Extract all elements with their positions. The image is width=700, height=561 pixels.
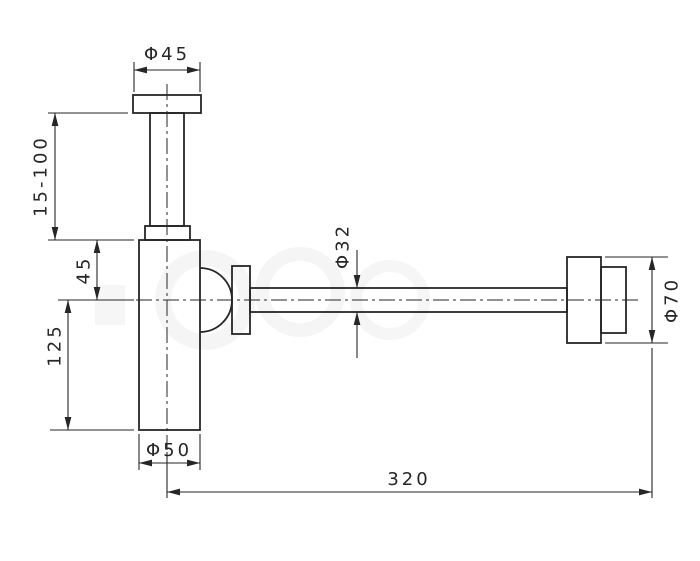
label-horizontal-length: 320: [387, 469, 430, 490]
label-body-diameter: Φ50: [146, 440, 192, 461]
trap-body: [138, 239, 201, 431]
label-top-flange-diameter: Φ45: [144, 44, 190, 65]
label-pipe-diameter: Φ32: [333, 223, 354, 269]
dim-horizontal-length: 320: [166, 348, 653, 498]
dim-inlet-height-range: 15-100: [31, 112, 134, 241]
dim-top-flange-diameter: Φ45: [133, 44, 201, 92]
dim-body-height: 125: [45, 300, 134, 431]
label-inlet-offset: 45: [74, 256, 95, 285]
dim-wall-flange-diameter: Φ70: [605, 256, 683, 344]
label-inlet-height-range: 15-100: [31, 135, 52, 217]
label-body-height: 125: [45, 323, 66, 366]
label-wall-flange-diameter: Φ70: [662, 277, 683, 323]
dim-pipe-diameter: Φ32: [333, 223, 361, 358]
dim-body-diameter: Φ50: [138, 434, 201, 470]
wall-sleeve: [600, 266, 627, 334]
watermark: [95, 247, 430, 350]
